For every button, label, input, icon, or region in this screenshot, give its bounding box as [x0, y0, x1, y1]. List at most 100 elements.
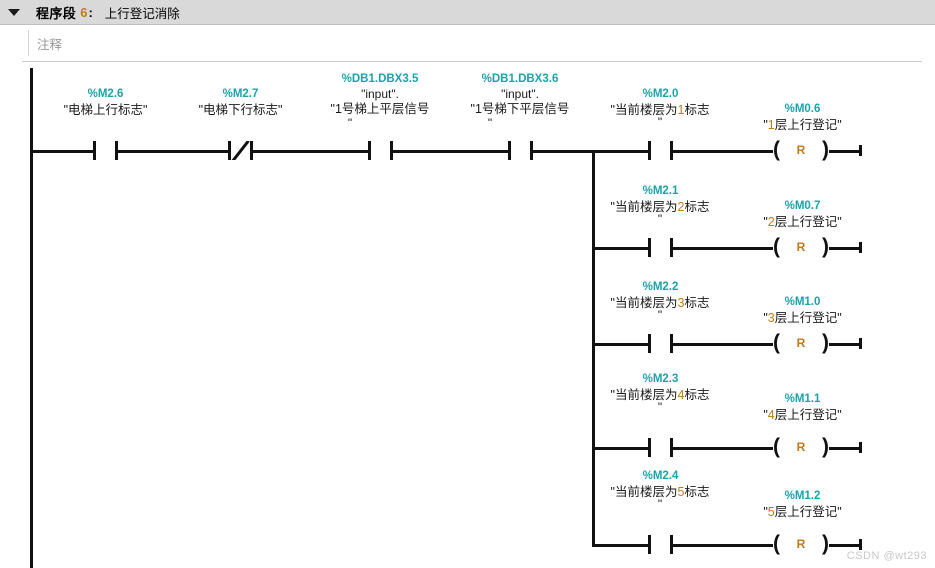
contact-bar-right [390, 141, 393, 160]
contact-m2-2[interactable] [648, 334, 673, 353]
ladder-canvas: %M2.6 "电梯上行标志" %M2.7 "电梯下行标志" %DB1.DBX3.… [0, 62, 935, 568]
coil-m0-6[interactable]: ( R ) [773, 138, 829, 161]
comment-box[interactable]: 注释 [28, 30, 909, 56]
branch-wire-segment [592, 447, 650, 450]
branch-vertical-rail [592, 150, 595, 544]
contact-bar-right [670, 438, 673, 457]
contact-m2-4-symbol: "当前楼层为5标志 [585, 485, 735, 499]
branch-wire-segment [592, 544, 650, 547]
contact-m2-3-address: %M2.3 [642, 373, 679, 385]
sym-pre: "当前楼层为 [610, 388, 678, 402]
coil-m1-1-symbol: "4层上行登记" [730, 408, 875, 422]
branch-wire-segment [829, 343, 862, 346]
contact-m2-0-symbol-close: " [657, 115, 663, 129]
chevron-down-icon[interactable] [0, 0, 28, 24]
rung-end-tick [859, 242, 862, 253]
contact-m2-0-address: %M2.0 [642, 88, 679, 100]
coil-m1-1[interactable]: ( R ) [773, 435, 829, 458]
coil-left-paren: ( [773, 331, 780, 354]
contact-db1-dbx3-5-symbol-line1: "input". [361, 87, 399, 101]
contact-db1-dbx3-5-symbol-line2: "1号梯上平层信号 [330, 102, 430, 116]
contact-m2-7[interactable] [228, 141, 253, 160]
sym-num: 3 [677, 296, 685, 310]
sym-post: 标志 [684, 200, 710, 214]
contact-m2-0[interactable] [648, 141, 673, 160]
coil-right-paren: ) [822, 138, 829, 161]
rung-end-tick [859, 145, 862, 156]
contact-m2-2-address: %M2.2 [642, 281, 679, 293]
sym-post: 标志 [684, 388, 710, 402]
contact-m2-1-address: %M2.1 [642, 185, 679, 197]
sym-post: 层上行登记" [774, 215, 842, 229]
coil-right-paren: ) [822, 532, 829, 555]
contact-m2-1-symbol: "当前楼层为2标志 [585, 200, 735, 214]
sym-pre: "当前楼层为 [610, 200, 678, 214]
sym-num: 4 [767, 408, 775, 422]
contact-db1-dbx3-6-symbol-line3: " [487, 116, 493, 130]
contact-db1-dbx3-6[interactable] [508, 141, 533, 160]
coil-letter: R [796, 336, 806, 350]
contact-bar-left [648, 438, 651, 457]
sym-pre: " [763, 311, 768, 325]
contact-bar-right [115, 141, 118, 160]
watermark: CSDN @wt293 [846, 550, 927, 562]
coil-m1-0-address: %M1.0 [784, 296, 821, 308]
sym-post: 层上行登记" [774, 311, 842, 325]
coil-letter: R [796, 440, 806, 454]
network-title: 程序段 [36, 5, 77, 21]
contact-m2-3[interactable] [648, 438, 673, 457]
sym-pre: "当前楼层为 [610, 485, 678, 499]
rung-wire-segment [118, 150, 230, 153]
branch-wire-segment [673, 343, 773, 346]
left-power-rail [30, 68, 33, 568]
sym-pre: "当前楼层为 [610, 103, 678, 117]
sym-num: 1 [677, 103, 685, 117]
contact-db1-dbx3-5-symbol-line3: " [347, 116, 353, 130]
contact-m2-7-address: %M2.7 [222, 88, 259, 100]
coil-right-paren: ) [822, 331, 829, 354]
contact-bar-left [648, 334, 651, 353]
sym-num: 1 [767, 118, 775, 132]
contact-db1-dbx3-6-address: %DB1.DBX3.6 [481, 73, 559, 85]
rung-wire-segment [30, 150, 95, 153]
sym-num: 3 [767, 311, 775, 325]
coil-m0-7[interactable]: ( R ) [773, 235, 829, 258]
contact-m2-3-symbol-close: " [657, 400, 663, 414]
branch-wire-segment [829, 247, 862, 250]
coil-m1-0-symbol: "3层上行登记" [730, 311, 875, 325]
coil-right-paren: ) [822, 435, 829, 458]
coil-m1-0[interactable]: ( R ) [773, 331, 829, 354]
rung-wire-segment [393, 150, 510, 153]
sym-num: 4 [677, 388, 685, 402]
sym-post: 标志 [684, 485, 710, 499]
contact-m2-2-symbol: "当前楼层为3标志 [585, 296, 735, 310]
coil-m1-2[interactable]: ( R ) [773, 532, 829, 555]
contact-bar-left [228, 141, 231, 160]
coil-m1-2-address: %M1.2 [784, 490, 821, 502]
network-number: 6 [80, 4, 88, 20]
contact-bar-left [93, 141, 96, 160]
sym-pre: " [763, 408, 768, 422]
contact-db1-dbx3-5[interactable] [368, 141, 393, 160]
contact-m2-6[interactable] [93, 141, 118, 160]
sym-num: 2 [767, 215, 775, 229]
coil-m0-6-address: %M0.6 [784, 103, 821, 115]
contact-m2-4-symbol-close: " [657, 497, 663, 511]
coil-right-paren: ) [822, 235, 829, 258]
branch-wire-segment [829, 544, 862, 547]
contact-m2-1[interactable] [648, 238, 673, 257]
contact-m2-0-symbol: "当前楼层为1标志 [585, 103, 735, 117]
rung-wire-segment [253, 150, 370, 153]
rung-end-tick [859, 539, 862, 550]
branch-wire-segment [829, 150, 862, 153]
rung-wire-segment [533, 150, 595, 153]
contact-bar-right [670, 334, 673, 353]
contact-m2-4[interactable] [648, 535, 673, 554]
chevron-down-glyph [8, 8, 20, 16]
branch-wire-segment [592, 343, 650, 346]
contact-bar-right [670, 238, 673, 257]
sym-pre: " [763, 118, 768, 132]
coil-left-paren: ( [773, 138, 780, 161]
sym-num: 5 [677, 485, 685, 499]
contact-bar-right [250, 141, 253, 160]
